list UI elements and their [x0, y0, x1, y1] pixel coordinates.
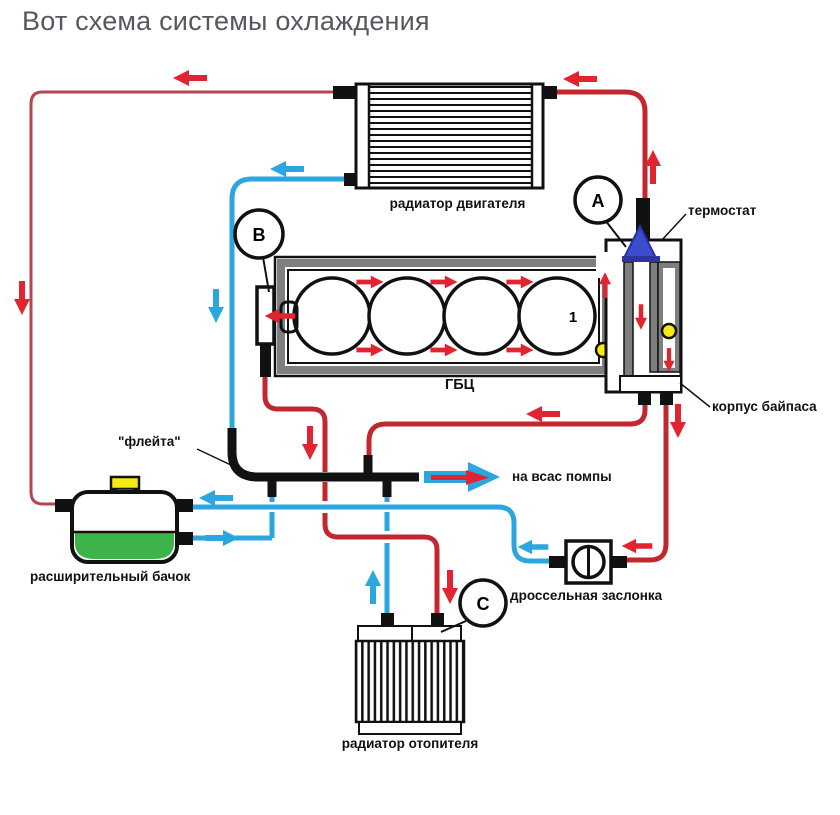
label-pointers [196, 213, 711, 467]
marker-a: A [573, 175, 627, 248]
engine-to-thermostat-passage [596, 252, 614, 278]
label-thermostat: термостат [688, 203, 757, 218]
cylinder-4 [292, 276, 372, 356]
heater-radiator [354, 613, 466, 735]
expansion-tank [55, 475, 193, 564]
engine-radiator [333, 82, 557, 190]
pipe-radiator-to-tank-hot [29, 90, 334, 506]
marker-c: C [440, 578, 508, 633]
cylinder-1 [517, 276, 597, 356]
bypass-sensor-dot [660, 322, 678, 340]
tank-cap [109, 475, 141, 491]
svg-text:B: B [253, 225, 266, 245]
cylinder-2 [442, 276, 522, 356]
label-expansion-tank: расширительный бачок [30, 569, 191, 584]
pipe-thermostat-to-radiator-hot [556, 89, 648, 198]
cylinder-1-number: 1 [569, 309, 577, 326]
bypass-housing [596, 198, 683, 405]
water-pump-housing [255, 285, 299, 377]
label-cylinder-head: ГБЦ [445, 377, 475, 393]
label-bypass-housing: корпус байпаса [712, 399, 817, 414]
pipe-bypass-to-throttle-hot [627, 404, 669, 563]
label-flute: "флейта" [118, 434, 181, 449]
label-heater-radiator: радиатор отопителя [341, 736, 479, 751]
svg-text:A: A [592, 191, 605, 211]
pipe-radiator-to-flute-cold [229, 176, 346, 430]
marker-b: B [233, 208, 285, 293]
throttle-body [549, 539, 627, 585]
label-engine-radiator: радиатор двигателя [389, 196, 526, 211]
svg-text:C: C [477, 594, 490, 614]
pipe-pump-to-heater-hot [262, 376, 440, 613]
label-pump-suction: на всас помпы [512, 469, 612, 484]
coolant-level [75, 533, 174, 559]
page-title: Вот схема системы охлаждения [22, 6, 430, 36]
label-throttle: дроссельная заслонка [510, 588, 663, 603]
cylinder-3 [367, 276, 447, 356]
pipe-tank-to-flute-cold [193, 497, 275, 541]
flute-pipe [227, 428, 419, 497]
pipe-throttle-to-tank-cold [193, 504, 551, 564]
engine-block: 1 [273, 255, 614, 378]
pump-suction-arrow [424, 462, 500, 492]
pipe-bypass-to-flute-hot [366, 404, 648, 457]
